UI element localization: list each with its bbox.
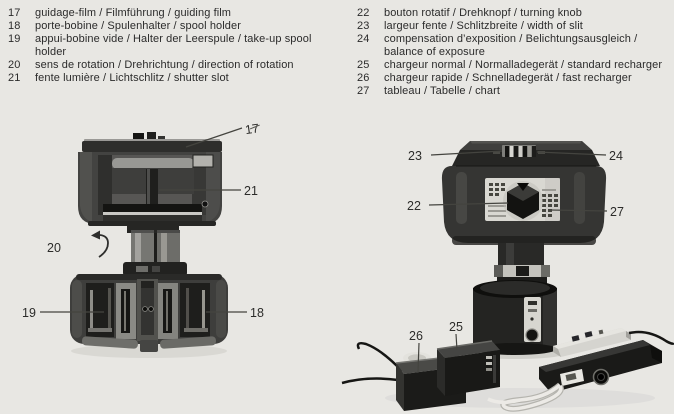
legend-item-text: bouton rotatif / Drehknopf / turning kno… [384, 7, 582, 19]
legend-item-text: guidage-film / Filmführung / guiding fil… [35, 7, 232, 19]
legend-item-text: largeur fente / Schlitzbreite / width of… [384, 20, 583, 32]
legend-item-text: porte-bobine / Spulenhalter / spool hold… [35, 20, 242, 32]
magazine-drum-cutaway [78, 132, 222, 226]
power-cable [628, 330, 674, 345]
legend-right: 22 bouton rotatif / Drehknopf / turning … [357, 7, 673, 98]
slit-width-scale [493, 145, 545, 157]
callout-17-label: 17 [244, 121, 260, 137]
legend-item-21: 21 fente lumière / Lichtschlitz / shutte… [8, 72, 342, 85]
legend-item-number: 24 [357, 33, 370, 45]
legend-item-number: 22 [357, 7, 370, 19]
legend-item-19: 19 appui-bobine vide / Halter der Leersp… [8, 33, 342, 59]
legend-item-text: compensation d’exposition / Belichtungsa… [384, 33, 638, 58]
legend-item-27: 27 tableau / Tabelle / chart [357, 85, 673, 98]
legend-item-text: chargeur rapide / Schnelladegerät / fast… [384, 72, 632, 84]
legend-item-23: 23 largeur fente / Schlitzbreite / width… [357, 20, 673, 33]
legend-item-22: 22 bouton rotatif / Drehknopf / turning … [357, 7, 673, 20]
legend-item-26: 26 chargeur rapide / Schnelladegerät / f… [357, 72, 673, 85]
callout-23: 23 [408, 149, 503, 163]
legend-item-number: 23 [357, 20, 370, 32]
legend-item-text: tableau / Tabelle / chart [384, 85, 501, 97]
spool-spindle [123, 226, 187, 276]
callout-26: 26 [409, 329, 423, 373]
legend-item-18: 18 porte-bobine / Spulenhalter / spool h… [8, 20, 342, 33]
callout-24-label: 24 [609, 149, 623, 163]
callout-21-label: 21 [244, 184, 258, 198]
legend-item-text: sens de rotation / Drehrichtung / direct… [35, 59, 294, 71]
standard-recharger-base [473, 280, 557, 355]
callout-21: 21 [159, 184, 258, 198]
recharger-indicator-panel [524, 297, 541, 342]
callout-18: 18 [206, 306, 264, 320]
callout-17: 17 [185, 121, 260, 148]
battery-pack-dark [539, 340, 662, 393]
callout-27-label: 27 [610, 205, 624, 219]
legend-item-text: chargeur normal / Normalladegerät / stan… [384, 59, 663, 71]
callout-19-label: 19 [22, 306, 36, 320]
callout-20: 20 [47, 230, 109, 258]
legend-item-number: 19 [8, 33, 21, 45]
callout-20-label: 20 [47, 241, 61, 255]
legend-item-number: 27 [357, 85, 370, 97]
legend-item-number: 21 [8, 72, 21, 84]
standard-recharger-plug [436, 340, 500, 396]
power-cable [356, 341, 403, 372]
legend-left: 17 guidage-film / Filmführung / guiding … [8, 7, 342, 85]
legend-item-17: 17 guidage-film / Filmführung / guiding … [8, 7, 342, 20]
figure-film-magazine: 17 21 20 19 18 [0, 110, 340, 414]
legend-item-25: 25 chargeur normal / Normalladegerät / s… [357, 59, 673, 72]
cassette-shell-open [70, 274, 228, 352]
legend-item-text: appui-bobine vide / Halter der Leerspule… [35, 33, 312, 58]
legend-item-number: 25 [357, 59, 370, 71]
callout-25: 25 [449, 320, 463, 351]
callout-22-label: 22 [407, 199, 421, 213]
callout-24: 24 [536, 149, 623, 163]
legend-item-number: 26 [357, 72, 370, 84]
legend-item-24: 24 compensation d’exposition / Belichtun… [357, 33, 673, 59]
callout-19: 19 [22, 306, 104, 320]
battery-pack-light [553, 328, 674, 357]
figure-recharger-setup: 23 24 22 27 25 26 [340, 110, 674, 414]
callout-23-label: 23 [408, 149, 422, 163]
recharger-knob [525, 328, 539, 342]
callout-22: 22 [407, 199, 509, 213]
legend-item-20: 20 sens de rotation / Drehrichtung / dir… [8, 59, 342, 72]
turning-knob [507, 183, 539, 219]
coiled-cable [487, 382, 564, 412]
rotation-arrow-icon [91, 230, 109, 258]
callout-26-label: 26 [409, 329, 423, 343]
callout-27: 27 [549, 205, 624, 219]
chart-table-left [488, 183, 506, 217]
legend-item-text: fente lumière / Lichtschlitz / shutter s… [35, 72, 229, 84]
callout-18-label: 18 [250, 306, 264, 320]
shutter-slot-highlight [103, 212, 202, 215]
chart-panel [485, 178, 560, 221]
power-cable [341, 377, 399, 385]
callout-25-label: 25 [449, 320, 463, 334]
legend-item-number: 20 [8, 59, 21, 71]
legend-item-number: 18 [8, 20, 21, 32]
legend-item-number: 17 [8, 7, 21, 19]
